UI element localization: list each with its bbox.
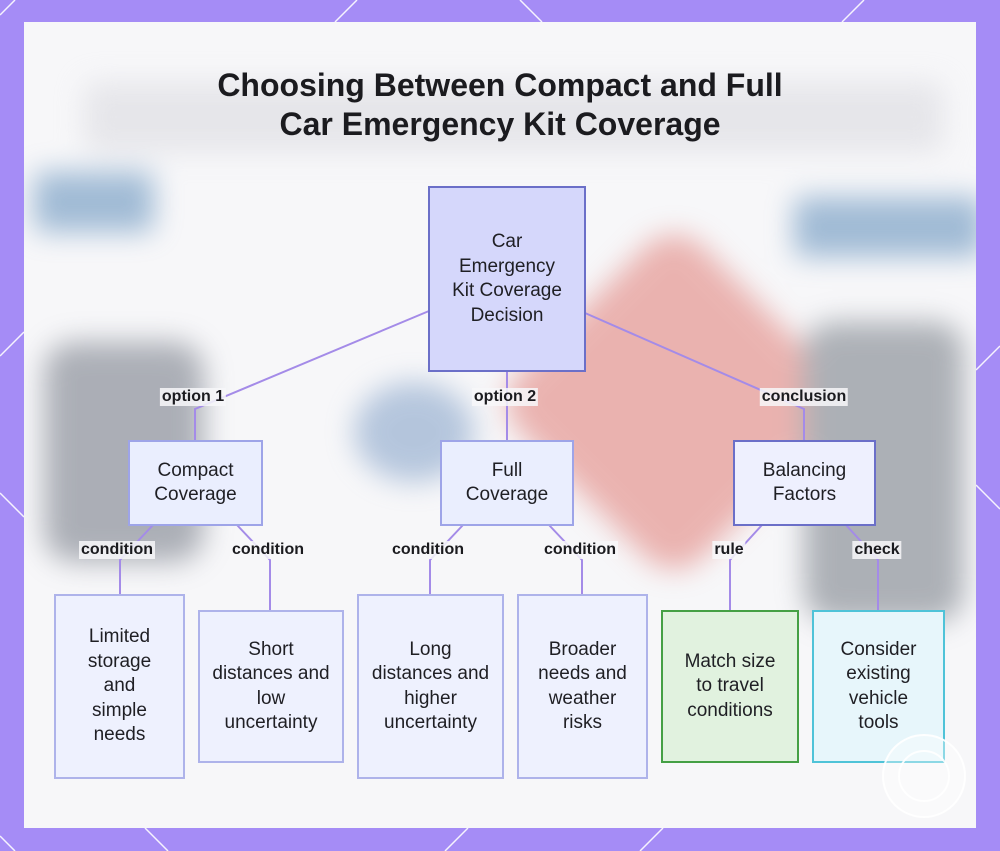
node-compact-coverage: Compact Coverage [128, 440, 263, 526]
edge-label-condition-a: condition [79, 541, 155, 559]
edge-label-option-2: option 2 [471, 388, 539, 406]
page-title: Choosing Between Compact and Full Car Em… [0, 66, 1000, 144]
edge-label-rule: rule [712, 541, 746, 559]
node-broader-needs: Broader needs and weather risks [517, 594, 648, 779]
edge-root-balancing [584, 312, 805, 440]
node-match-size: Match size to travel conditions [661, 610, 799, 763]
edge-compact-limited [119, 524, 154, 594]
edge-label-condition-c: condition [390, 541, 466, 559]
edge-label-condition-b: condition [230, 541, 306, 559]
edge-label-option-1: option 1 [159, 388, 227, 406]
title-line-1: Choosing Between Compact and Full [217, 67, 783, 103]
edge-balancing-consider [845, 524, 879, 610]
edge-label-check: check [852, 541, 902, 559]
edge-compact-short [236, 524, 271, 610]
node-balancing-factors: Balancing Factors [733, 440, 876, 526]
edge-full-long [429, 524, 464, 594]
edge-label-conclusion: conclusion [759, 388, 849, 406]
edge-full-broader [548, 524, 583, 594]
node-limited-storage: Limited storage and simple needs [54, 594, 185, 779]
edge-label-condition-d: condition [542, 541, 618, 559]
blurred-background-photo [24, 22, 976, 828]
node-root-decision: Car Emergency Kit Coverage Decision [428, 186, 586, 372]
watermark-seal-icon [882, 734, 966, 818]
node-long-distances: Long distances and higher uncertainty [357, 594, 504, 779]
edge-root-compact [194, 310, 430, 440]
title-line-2: Car Emergency Kit Coverage [279, 106, 721, 142]
node-short-distances: Short distances and low uncertainty [198, 610, 344, 763]
edge-balancing-match [729, 524, 763, 610]
node-full-coverage: Full Coverage [440, 440, 574, 526]
